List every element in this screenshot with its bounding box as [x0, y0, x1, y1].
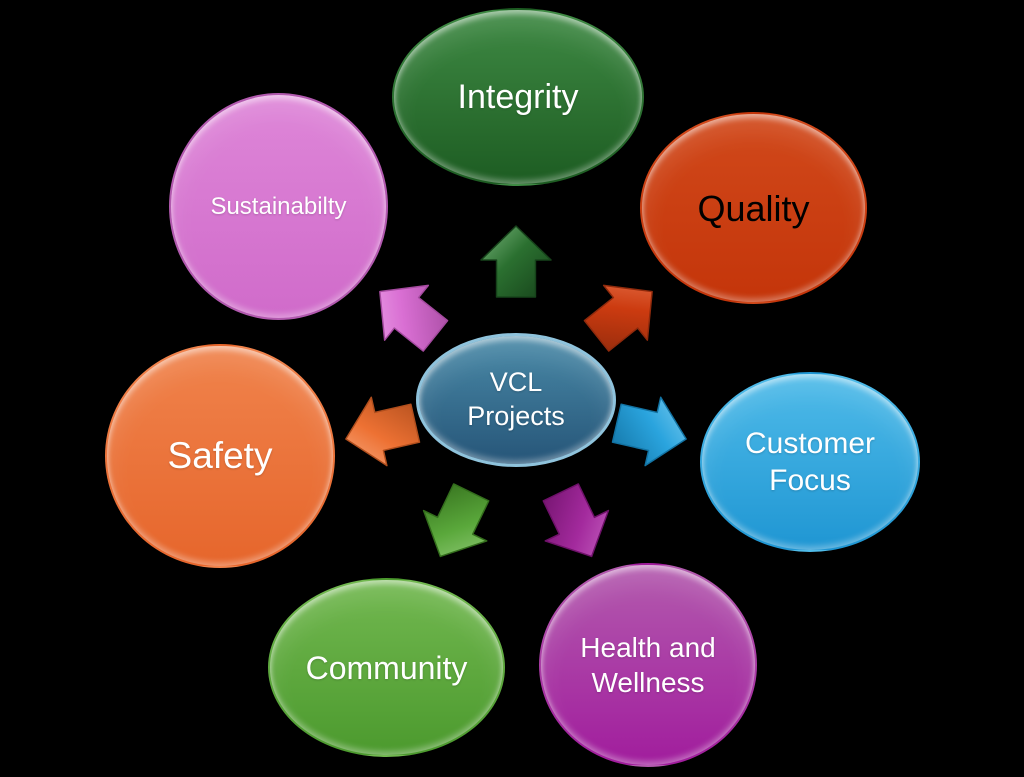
- node-quality-label: Quality: [697, 187, 810, 229]
- node-vcl-projects: VCL Projects: [416, 333, 616, 467]
- node-vcl-projects-label: VCL Projects: [467, 366, 565, 434]
- node-integrity: Integrity: [392, 8, 644, 186]
- arrow-community-icon: [422, 483, 490, 558]
- center-label-line-1: VCL: [489, 367, 543, 398]
- node-safety: Safety: [105, 344, 335, 568]
- node-health-wellness-label: Health and Wellness: [580, 632, 716, 698]
- arrow-integrity-icon: [480, 225, 552, 298]
- node-community: Community: [268, 578, 505, 757]
- node-safety-label: Safety: [167, 434, 273, 476]
- arrow-customer-focus-icon: [611, 396, 687, 467]
- node-health-wellness: Health and Wellness: [539, 563, 757, 767]
- arrow-sustainability-icon: [379, 284, 449, 352]
- node-community-label: Community: [305, 649, 468, 686]
- arrow-health-wellness-icon: [542, 483, 610, 558]
- node-customer-focus-label: Customer Focus: [744, 426, 876, 498]
- center-label-line-2: Projects: [467, 401, 565, 431]
- node-quality: Quality: [640, 112, 867, 304]
- arrow-quality-icon: [583, 284, 653, 352]
- arrow-safety-icon: [345, 396, 421, 467]
- node-integrity-label: Integrity: [457, 77, 579, 116]
- node-sustainability: Sustainabilty: [169, 93, 388, 320]
- node-customer-focus: Customer Focus: [700, 372, 920, 552]
- node-sustainability-label: Sustainabilty: [210, 192, 347, 220]
